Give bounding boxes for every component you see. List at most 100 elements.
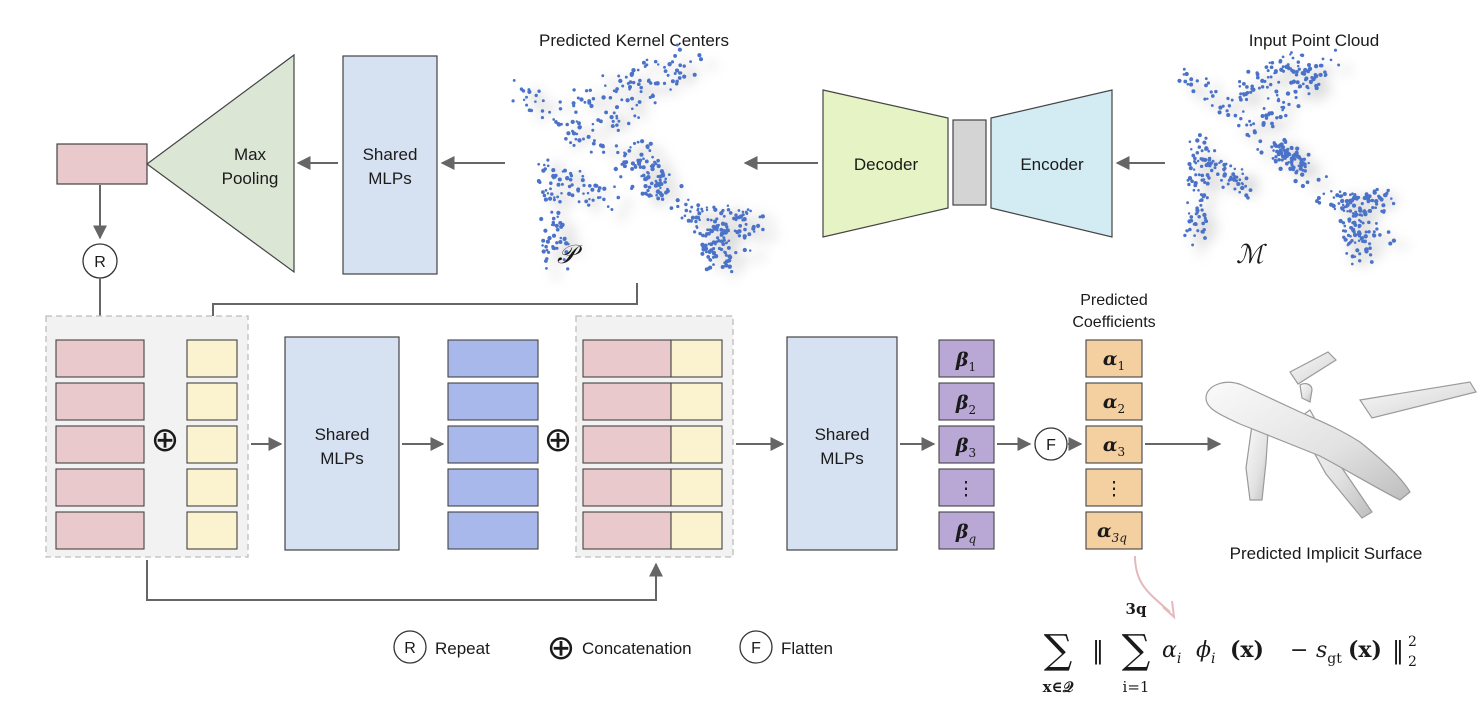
point [640,191,645,196]
point [1293,152,1297,156]
point [1191,153,1196,158]
point [1249,123,1253,127]
point [1244,184,1248,188]
point [597,186,602,190]
point [1246,69,1251,74]
point [562,237,567,241]
point [537,162,541,166]
point [690,205,694,209]
point [1270,145,1274,149]
point [1201,221,1206,226]
point [1255,71,1259,75]
point [582,192,585,195]
point [730,269,734,274]
decoder-label: Decoder [854,155,919,174]
point [544,244,548,249]
point [625,98,630,103]
point [534,100,537,103]
point [1279,142,1284,147]
point [615,87,619,91]
point [655,184,659,188]
beta-label: β1 [955,349,976,374]
point-shadow [627,101,636,110]
point [586,191,590,195]
point [1348,209,1353,213]
point [1229,164,1233,168]
point [543,167,547,171]
kernel-centers-title: Predicted Kernel Centers [539,31,729,50]
point [1335,193,1340,198]
point [1295,146,1300,151]
alpha-cell [1085,382,1143,421]
point [674,82,679,86]
point [636,158,640,163]
point [1218,105,1223,110]
point [551,168,556,173]
point [1205,181,1210,186]
point [589,150,593,154]
point [580,178,585,183]
point [676,204,680,209]
point [1363,234,1368,239]
point [1315,199,1319,204]
point [1197,133,1202,138]
point [645,144,650,149]
point [1342,235,1346,239]
point-shadow [1397,241,1406,250]
encoder-label: Encoder [1020,155,1084,174]
point [557,177,562,182]
point [1368,242,1372,246]
point [722,214,726,218]
point [726,207,731,212]
point [720,265,725,269]
beta-label: β2 [955,392,976,417]
point [1248,119,1252,123]
point [631,80,636,85]
point [1352,232,1358,238]
point-shadow [1342,65,1351,74]
point [1188,227,1192,232]
point [1266,69,1270,73]
point [616,195,621,200]
point [1293,178,1298,184]
beta-ellipsis: ⋮ [957,478,976,500]
point-shadow [623,91,632,99]
point [1280,158,1284,162]
point [1226,182,1230,186]
point [1209,168,1214,173]
point [744,210,748,214]
point [1371,205,1375,210]
beta-cell [938,382,995,421]
point [525,95,528,99]
point [734,213,738,217]
point [649,164,653,168]
legend-concat-label: Concatenation [582,639,692,658]
point [715,217,719,221]
point [1363,239,1367,244]
point [1379,197,1384,202]
point [687,198,690,202]
point [1271,156,1275,160]
implicit-surface-title: Predicted Implicit Surface [1230,544,1423,563]
point [599,196,602,199]
legend-concat-icon: ⊕ [547,629,576,667]
point [658,174,663,179]
point [1258,139,1263,144]
input-set-symbol: ℳ [1236,240,1267,270]
point [720,210,724,214]
point [551,233,557,238]
point [727,239,731,243]
point [1239,117,1243,121]
loss-outer-sum: ∑ [1044,627,1073,673]
point [1299,53,1303,57]
point [1366,199,1370,204]
point [664,177,668,181]
point [707,231,711,236]
point [1194,212,1198,216]
point [684,208,689,213]
point [1252,130,1257,135]
point [558,107,563,111]
point [627,149,632,153]
point [1374,199,1379,204]
point [1305,180,1310,185]
